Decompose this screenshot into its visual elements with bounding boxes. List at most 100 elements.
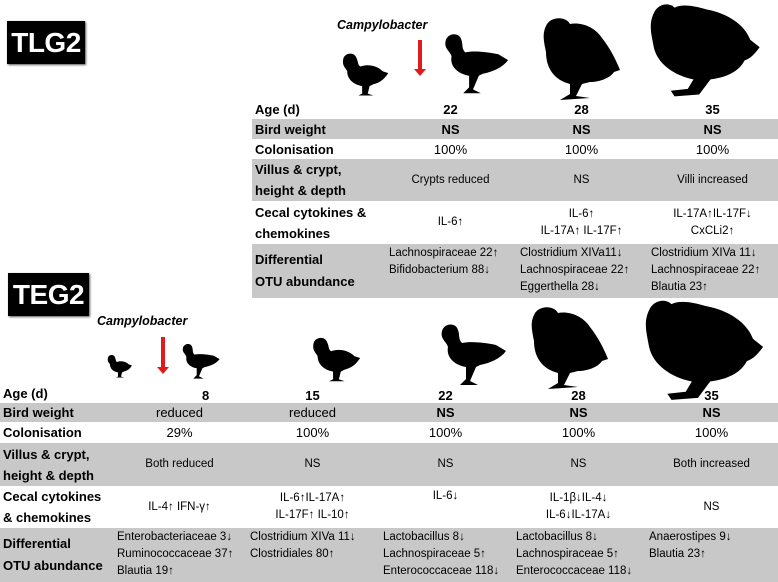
otu-cell: Lactobacillus 8↓ Lachnospiraceae 5↑ Ente… <box>512 528 645 580</box>
age-cell: 15 <box>305 388 320 403</box>
bird-weight-cell: NS <box>702 405 721 420</box>
tlg2-table: Age (d) 22 28 35 Bird weight NS NS NS Co… <box>252 100 778 298</box>
teg2-row-age: Age (d) 8 15 22 28 35 <box>0 386 778 403</box>
row-label-line: height & depth <box>3 467 94 483</box>
row-label: Differential OTU abundance <box>252 249 385 293</box>
row-label: Age (d) <box>3 386 48 401</box>
otu-cell: Clostridium XIVa 11↓ Clostridiales 80↑ <box>246 528 379 563</box>
row-label: Cecal cytokines & chemokines <box>0 486 113 528</box>
tlg2-row-bird-weight: Bird weight NS NS NS <box>252 119 778 139</box>
otu-entry: Ruminococcaceae 37↑ <box>117 548 234 560</box>
otu-entry: Lachnospiraceae 5↑ <box>516 548 619 560</box>
age-cell: 28 <box>574 102 589 117</box>
cytokines-cell: IL-1β↓IL-4↓ IL-6↓IL-17A↓ <box>512 490 645 524</box>
otu-entry: Anaerostipes 9↓ <box>649 531 732 543</box>
chick-silhouette-icon <box>104 352 134 380</box>
cytokine-entry: IL-17A↑ IL-17F↑ <box>540 224 623 237</box>
row-label: Colonisation <box>3 425 82 440</box>
row-label-line: Cecal cytokines <box>3 489 102 504</box>
otu-entry: Lactobacillus 8↓ <box>516 531 598 543</box>
row-label-line: Villus & crypt, <box>255 162 342 177</box>
age-cell: 35 <box>704 388 719 403</box>
otu-entry: Enterobacteriaceae 3↓ <box>117 531 233 543</box>
row-label: Bird weight <box>255 121 326 137</box>
row-label-line: Cecal cytokines & <box>255 204 367 220</box>
otu-cell: Clostridium XIVa11↓ Lachnospiraceae 22↑ … <box>516 244 647 296</box>
otu-entry: Enterococcaceae 118↓ <box>383 565 500 577</box>
bird-weight-cell: NS <box>703 121 722 137</box>
chick-silhouette-icon <box>430 320 510 392</box>
tlg2-row-cytokines: Cecal cytokines & chemokines IL-6↑ IL-6↑… <box>252 201 778 244</box>
row-label: Differential OTU abundance <box>0 533 113 577</box>
bird-weight-cell: NS <box>569 405 588 420</box>
villus-cell: Crypts reduced <box>411 173 490 186</box>
cytokines-cell: IL-4↑ IFN-γ↑ <box>113 499 246 516</box>
otu-entry: Clostridiales 80↑ <box>250 548 335 560</box>
teg2-infection-arrow-icon <box>157 337 169 374</box>
chick-silhouette-icon <box>176 342 222 382</box>
cytokine-entry: CxCLi2↑ <box>690 224 735 237</box>
chicken-silhouette-icon <box>518 296 618 396</box>
colonisation-cell: 100% <box>694 425 729 440</box>
otu-cell: Lactobacillus 8↓ Lachnospiraceae 5↑ Ente… <box>379 528 512 580</box>
otu-entry: Lachnospiraceae 5↑ <box>383 548 486 560</box>
otu-entry: Blautia 23↑ <box>651 281 708 293</box>
tlg2-row-colonisation: Colonisation 100% 100% 100% <box>252 139 778 159</box>
otu-cell: Lachnospiraceae 22↑ Bifidobacterium 88↓ <box>385 244 516 279</box>
row-label: Age (d) <box>255 102 300 117</box>
chicken-silhouette-icon <box>530 12 630 102</box>
otu-entry: Blautia 23↑ <box>649 548 706 560</box>
cytokine-entry: IL-17F↑ IL-10↑ <box>275 509 350 521</box>
age-cell: 35 <box>705 102 720 117</box>
colonisation-cell: 100% <box>561 425 596 440</box>
teg2-campylobacter-label: Campylobacter <box>97 314 188 328</box>
chick-silhouette-icon <box>336 48 392 100</box>
cytokines-cell: IL-6↑ IL-17A↑ IL-17F↑ <box>516 206 647 240</box>
otu-entry: Lactobacillus 8↓ <box>383 531 465 543</box>
row-label-line: OTU abundance <box>3 558 103 573</box>
teg2-row-colonisation: Colonisation 29% 100% 100% 100% 100% <box>0 422 778 443</box>
row-label: Bird weight <box>3 405 74 420</box>
otu-entry: Clostridium XIVa11↓ <box>520 247 623 259</box>
colonisation-cell: 29% <box>166 425 193 440</box>
cytokines-cell: IL-6↑IL-17A↑ IL-17F↑ IL-10↑ <box>246 490 379 524</box>
row-label-line: chemokines <box>255 225 331 241</box>
villus-cell: Both reduced <box>145 458 214 470</box>
teg2-row-villus: Villus & crypt, height & depth Both redu… <box>0 443 778 486</box>
teg2-table: Age (d) 8 15 22 28 35 Bird weight reduce… <box>0 386 778 582</box>
row-label-line: & chemokines <box>3 510 92 525</box>
otu-cell: Enterobacteriaceae 3↓ Ruminococcaceae 37… <box>113 528 246 580</box>
otu-entry: Bifidobacterium 88↓ <box>389 264 490 276</box>
otu-entry: Blautia 19↑ <box>117 565 174 577</box>
tlg2-row-age: Age (d) 22 28 35 <box>252 100 778 119</box>
villus-cell: NS <box>437 458 454 470</box>
villus-cell: NS <box>304 458 321 470</box>
bird-weight-cell: reduced <box>289 405 336 420</box>
cytokine-entry: NS <box>703 500 720 513</box>
cytokine-entry: IL-6↑IL-17A↑ <box>279 492 346 504</box>
bird-weight-cell: NS <box>441 121 460 137</box>
tlg2-row-otu: Differential OTU abundance Lachnospirace… <box>252 244 778 298</box>
teg2-row-cytokines: Cecal cytokines & chemokines IL-4↑ IFN-γ… <box>0 486 778 528</box>
cytokine-entry: IL-6↑ <box>437 216 464 228</box>
tlg2-badge: TLG2 <box>7 21 85 64</box>
villus-cell: Both increased <box>673 458 750 470</box>
otu-entry: Lachnospiraceae 22↑ <box>520 264 630 276</box>
age-cell: 8 <box>202 388 210 403</box>
teg2-row-bird-weight: Bird weight reduced reduced NS NS NS <box>0 403 778 422</box>
cytokine-entry: IL-6↓IL-17A↓ <box>545 509 612 521</box>
colonisation-cell: 100% <box>433 141 468 157</box>
teg2-badge: TEG2 <box>8 273 89 316</box>
cytokine-entry: IL-1β↓IL-4↓ <box>549 492 608 504</box>
tlg2-infection-arrow-icon <box>414 40 426 76</box>
otu-cell: Clostridium XIVa 11↓ Lachnospiraceae 22↑… <box>647 244 778 296</box>
otu-entry: Lachnospiraceae 22↑ <box>389 247 499 259</box>
cytokines-cell: IL-6↑ <box>385 214 516 231</box>
tlg2-campylobacter-label: Campylobacter <box>337 18 428 32</box>
chick-silhouette-icon <box>434 30 512 100</box>
cytokine-entry: IL-6↑ <box>568 207 595 220</box>
row-label-line: Differential <box>3 536 71 551</box>
villus-cell: NS <box>570 458 587 470</box>
teg2-row-otu: Differential OTU abundance Enterobacteri… <box>0 528 778 582</box>
colonisation-cell: 100% <box>564 141 599 157</box>
